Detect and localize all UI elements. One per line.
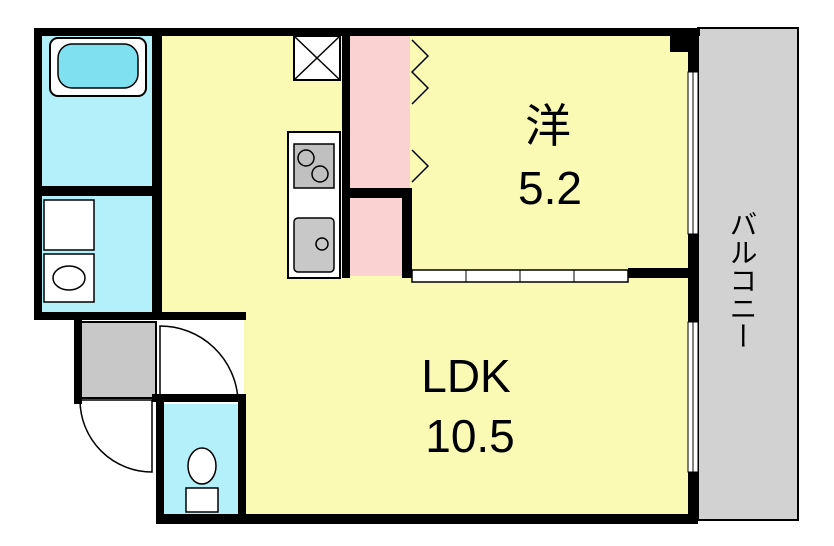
balcony-label: バルコニー (727, 210, 758, 350)
closet-upper (350, 34, 410, 190)
entrance-door-swing (159, 325, 239, 401)
washing-machine-space (43, 199, 95, 251)
ldk-room-size: 10.5 (425, 410, 515, 462)
wash-basin (43, 253, 95, 303)
western-room (410, 34, 694, 270)
walls (34, 28, 700, 524)
front-door-swing (79, 399, 153, 473)
western-room-name: 洋 (525, 100, 571, 152)
sink (293, 217, 335, 273)
balcony-area (697, 27, 799, 521)
stove (293, 143, 335, 189)
toilet-tank (185, 487, 219, 513)
stove-burner-2 (311, 165, 329, 183)
basin-bowl (52, 265, 86, 291)
entrance (79, 321, 157, 399)
closet-folding-door (410, 39, 430, 105)
closet-lower (350, 198, 402, 276)
sink-drain (315, 237, 329, 251)
western-room-size: 5.2 (518, 162, 582, 214)
bathtub-inner (57, 43, 139, 89)
ldk-room-name: LDK (421, 350, 511, 402)
toilet-bowl (187, 447, 217, 485)
stove-burner-1 (297, 149, 315, 167)
